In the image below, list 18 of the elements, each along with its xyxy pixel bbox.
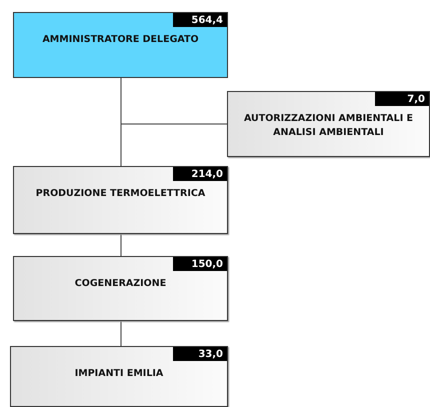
unit-name: AMMINISTRATORE DELEGATO <box>41 33 200 47</box>
value-label: 150,0 <box>173 257 227 271</box>
department-box <box>13 166 228 234</box>
unit-name: PRODUZIONE TERMOELETTRICA <box>34 187 206 201</box>
value-label: 33,0 <box>173 347 227 361</box>
value-label: 564,4 <box>173 13 227 27</box>
value-label: 7,0 <box>375 92 429 106</box>
unit-name: IMPIANTI EMILIA <box>74 367 164 381</box>
value-label: 214,0 <box>173 167 227 181</box>
department-box <box>10 346 228 407</box>
department-box <box>13 256 228 321</box>
executive-box <box>13 12 228 78</box>
connector-line <box>120 234 122 256</box>
unit-name: AUTORIZZAZIONI AMBIENTALI E ANALISI AMBIENTALI <box>242 112 414 140</box>
department-box <box>227 91 430 157</box>
connector-line <box>120 78 122 166</box>
unit-name: COGENERAZIONE <box>74 277 168 291</box>
connector-line <box>120 320 122 346</box>
